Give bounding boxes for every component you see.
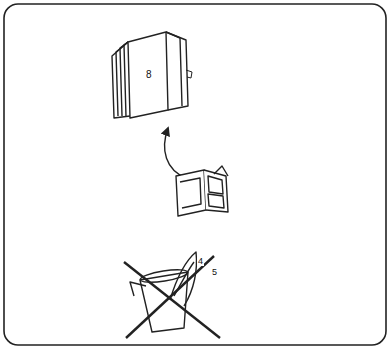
cross-out: [124, 256, 220, 338]
callout-number: 4: [197, 256, 204, 266]
callout-number: 8: [145, 70, 153, 80]
move-arrow: [165, 128, 186, 178]
panel-frame: [4, 4, 386, 345]
booklet: [112, 32, 192, 118]
folded-card: [176, 166, 228, 216]
callout-number: 5: [211, 267, 218, 277]
